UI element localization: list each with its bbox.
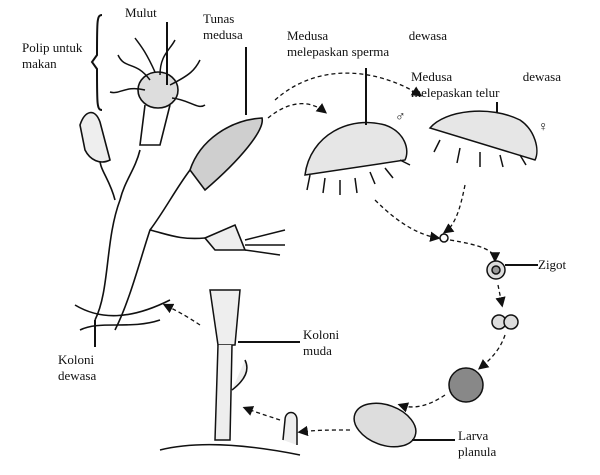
label-word: dewasa [408,28,447,43]
label-medusa-sperma: Medusa dewasa melepaskan sperma [287,28,447,60]
tentacles [109,37,286,256]
label-line: dewasa [58,368,97,383]
label-polip-untuk-makan: Polip untuk makan [22,40,82,72]
adult-colony [74,71,263,331]
male-symbol: ♂ [395,110,406,125]
label-line: planula [458,444,497,459]
label-word: Medusa [411,69,453,84]
label-line: makan [22,56,57,71]
label-line: Polip untuk [22,40,83,55]
label-mulut: Mulut [125,5,157,20]
label-koloni-muda: Koloni muda [303,327,339,359]
female-symbol: ♀ [538,120,549,135]
label-line: medusa [203,27,243,42]
label-line: Koloni [58,352,95,367]
cycle-arrows [162,72,506,437]
label-larva-planula: Larva planula [458,428,496,460]
label-medusa-telur: Medusa dewasa melepaskan telur [411,69,561,101]
label-leader-lines [90,14,538,441]
label-line: Larva [458,428,489,443]
label-line: Koloni [303,327,340,342]
label-line: melepaskan sperma [287,44,390,59]
label-line: melepaskan telur [411,85,500,100]
label-word: dewasa [522,69,561,84]
zygote-and-larva [353,233,519,448]
label-koloni-dewasa: Koloni dewasa [58,352,96,384]
label-word: Medusa [287,28,329,43]
label-zigot: Zigot [538,257,567,272]
label-line: muda [303,343,332,358]
medusae [304,110,538,195]
young-colony [159,289,301,456]
label-line: Tunas [203,11,235,26]
label-tunas-medusa: Tunas medusa [203,11,243,43]
